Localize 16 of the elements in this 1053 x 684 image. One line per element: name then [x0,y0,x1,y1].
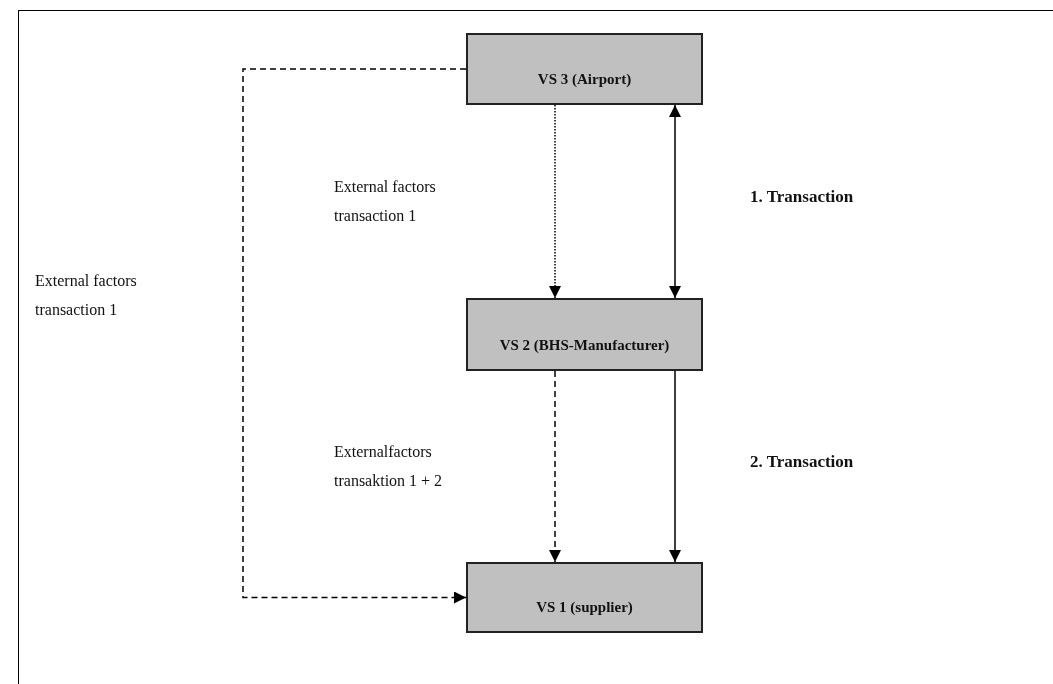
annotation-text: Externalfactors transaktion 1 + 2 [334,442,444,491]
box-label: VS 3 (Airport) [537,70,632,89]
arrow [549,104,561,299]
arrow [242,68,467,604]
transaction-label: 2. Transaction [750,451,855,473]
process-box [466,33,703,105]
arrow [669,370,681,563]
arrow [549,370,561,563]
annotation-text: External factors transaction 1 [334,177,437,226]
process-box [466,298,703,371]
arrow [669,104,681,299]
box-label: VS 1 (supplier) [536,598,633,617]
box-label: VS 2 (BHS-Manufacturer) [499,336,670,355]
transaction-label: 1. Transaction [750,186,855,208]
annotation-text: External factors transaction 1 [35,271,138,320]
process-box [466,562,703,633]
